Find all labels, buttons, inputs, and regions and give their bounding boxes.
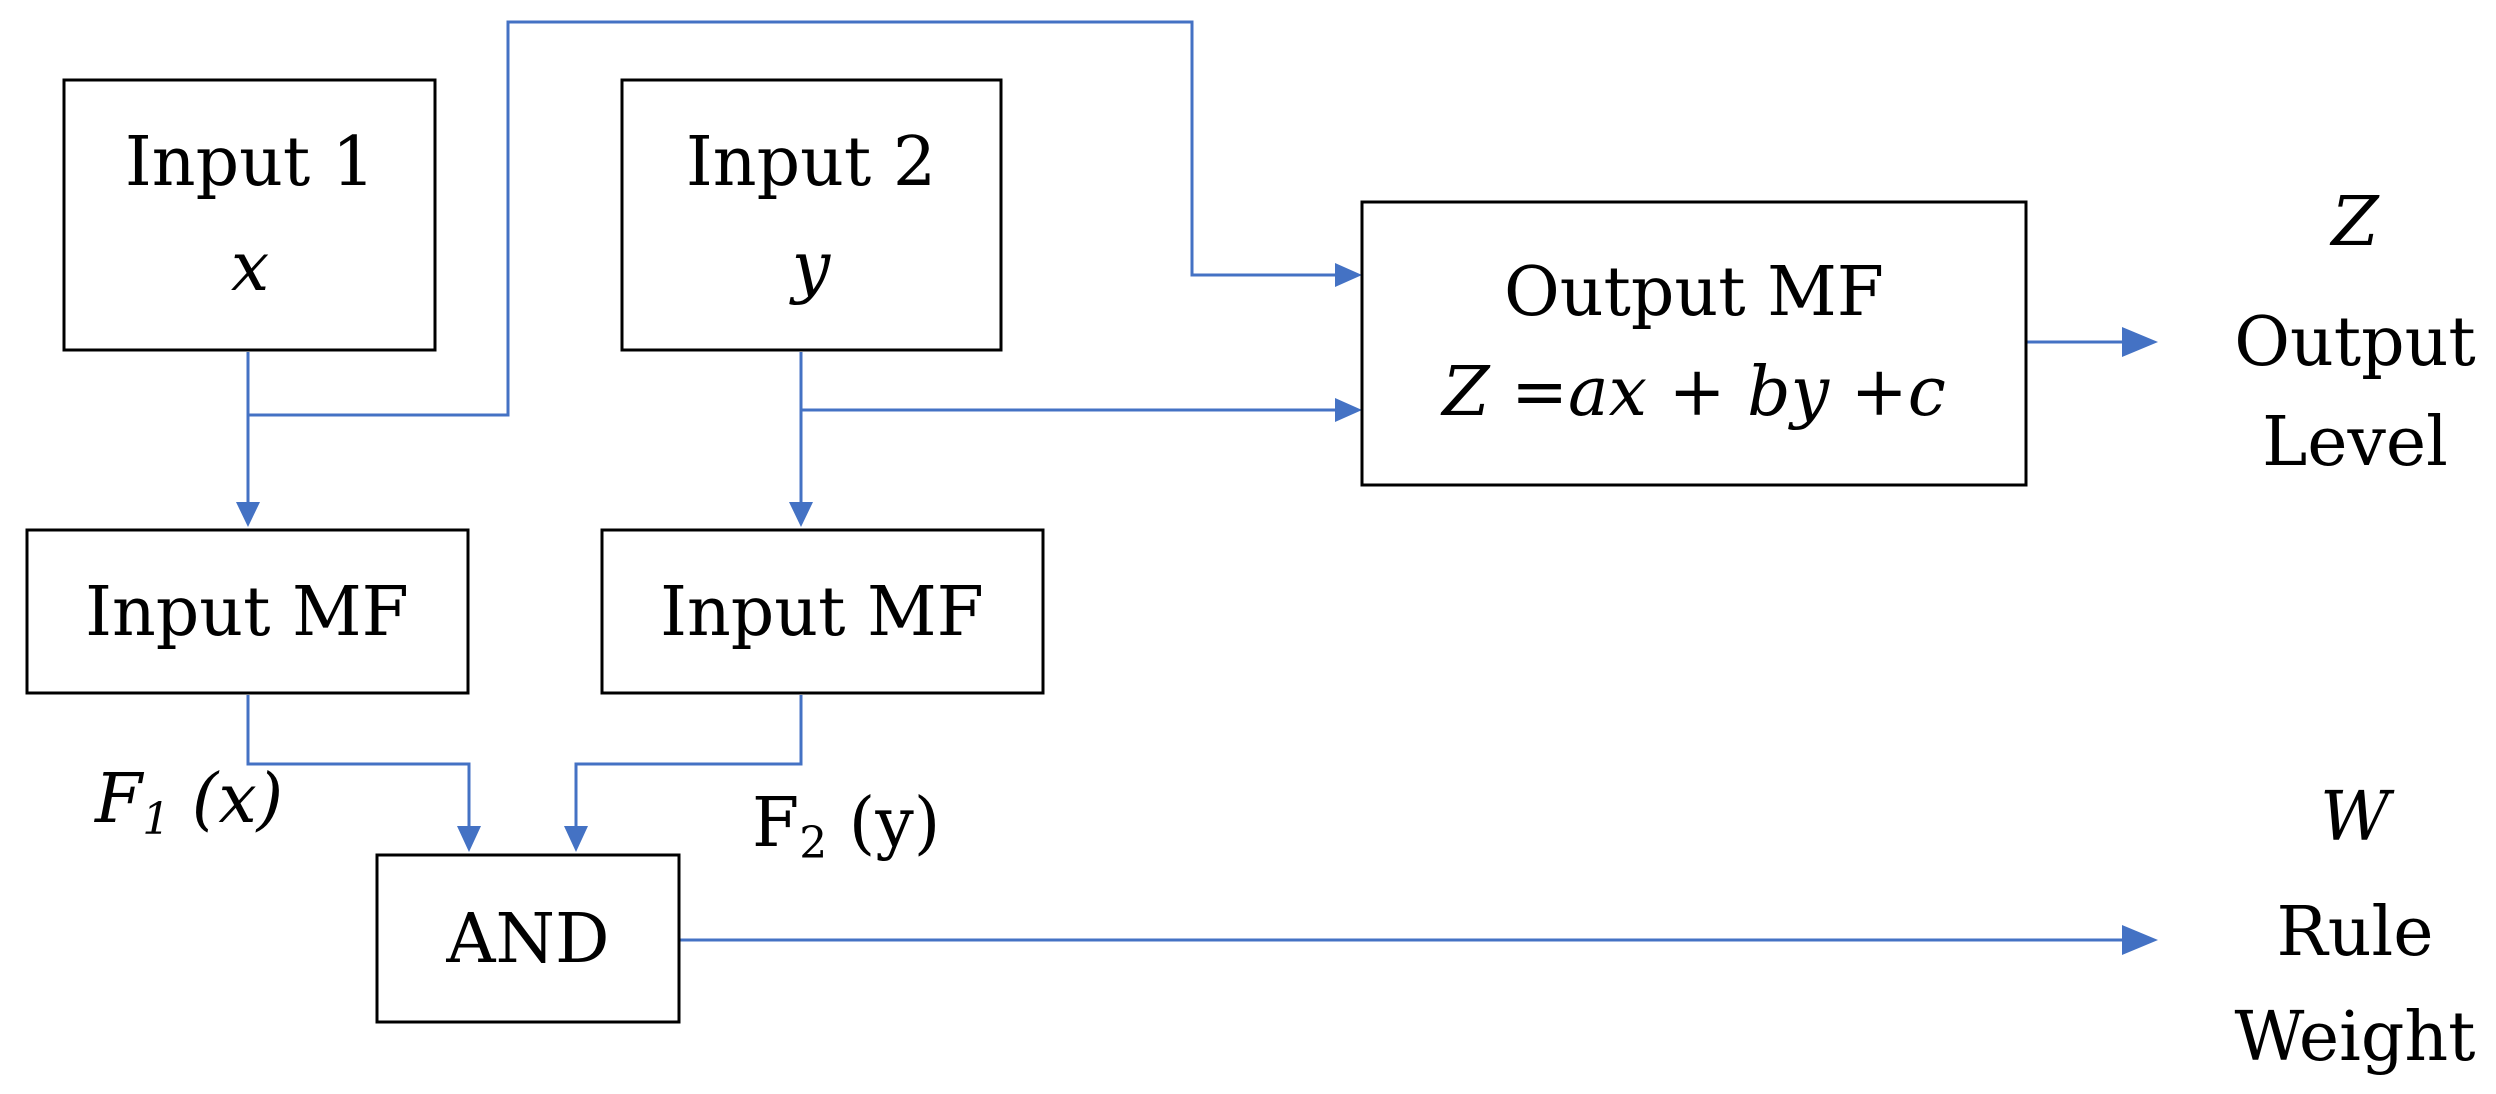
arrowhead-input-mf-2 bbox=[789, 502, 813, 527]
input1-title: Input 1 bbox=[125, 123, 375, 202]
input2-variable: y bbox=[789, 228, 832, 307]
f1-label: F1 (x) bbox=[93, 760, 283, 845]
arrowhead-input-mf-1 bbox=[236, 502, 260, 527]
output-z-line1: Output bbox=[2234, 303, 2476, 382]
output-z-line2: Level bbox=[2262, 403, 2448, 482]
and-label: AND bbox=[445, 900, 609, 979]
output-z-symbol: Z bbox=[2329, 183, 2380, 262]
input1-box: Input 1 x bbox=[62, 78, 437, 352]
f1-argument: (x) bbox=[170, 760, 283, 839]
arrowhead-w-output bbox=[2122, 925, 2158, 955]
arrowhead-and-right bbox=[564, 826, 588, 852]
input1-variable: x bbox=[231, 228, 269, 307]
arrowhead-z-output bbox=[2122, 327, 2158, 357]
f1-symbol: F bbox=[93, 760, 145, 839]
connector-f2-to-and bbox=[574, 695, 803, 827]
output-mf-title: Output MF bbox=[1504, 253, 1884, 332]
output-mf-box: Output MF Z =ax + by +c bbox=[1360, 200, 2028, 487]
output-w-symbol: W bbox=[2320, 778, 2395, 857]
output-w-line1: Rule bbox=[2277, 893, 2434, 972]
f2-argument: (y) bbox=[827, 784, 940, 863]
connector-f1-to-and bbox=[246, 695, 471, 827]
input2-title: Input 2 bbox=[686, 123, 936, 202]
f2-subscript: 2 bbox=[799, 818, 827, 869]
connector-x-to-output-mf bbox=[248, 20, 1340, 417]
input-mf-1-box: Input MF bbox=[25, 528, 470, 695]
input-mf-1-label: Input MF bbox=[85, 573, 409, 652]
input-mf-2-box: Input MF bbox=[600, 528, 1045, 695]
output-mf-formula: Z =ax + by +c bbox=[1440, 353, 1946, 432]
arrowhead-output-mf-top bbox=[1335, 263, 1362, 287]
f2-label: F2 (y) bbox=[752, 784, 940, 869]
f1-subscript: 1 bbox=[142, 794, 170, 845]
f2-symbol: F bbox=[752, 784, 799, 863]
input2-box: Input 2 y bbox=[620, 78, 1003, 352]
output-w-line2: Weight bbox=[2235, 998, 2476, 1077]
output-w-label: W Rule Weight bbox=[2235, 778, 2476, 1077]
connectors bbox=[236, 20, 2158, 955]
input-mf-2-label: Input MF bbox=[660, 573, 984, 652]
arrowhead-output-mf-bottom bbox=[1335, 398, 1362, 422]
arrowhead-and-left bbox=[457, 826, 481, 852]
output-z-label: Z Output Level bbox=[2234, 183, 2476, 482]
and-box: AND bbox=[375, 853, 681, 1024]
